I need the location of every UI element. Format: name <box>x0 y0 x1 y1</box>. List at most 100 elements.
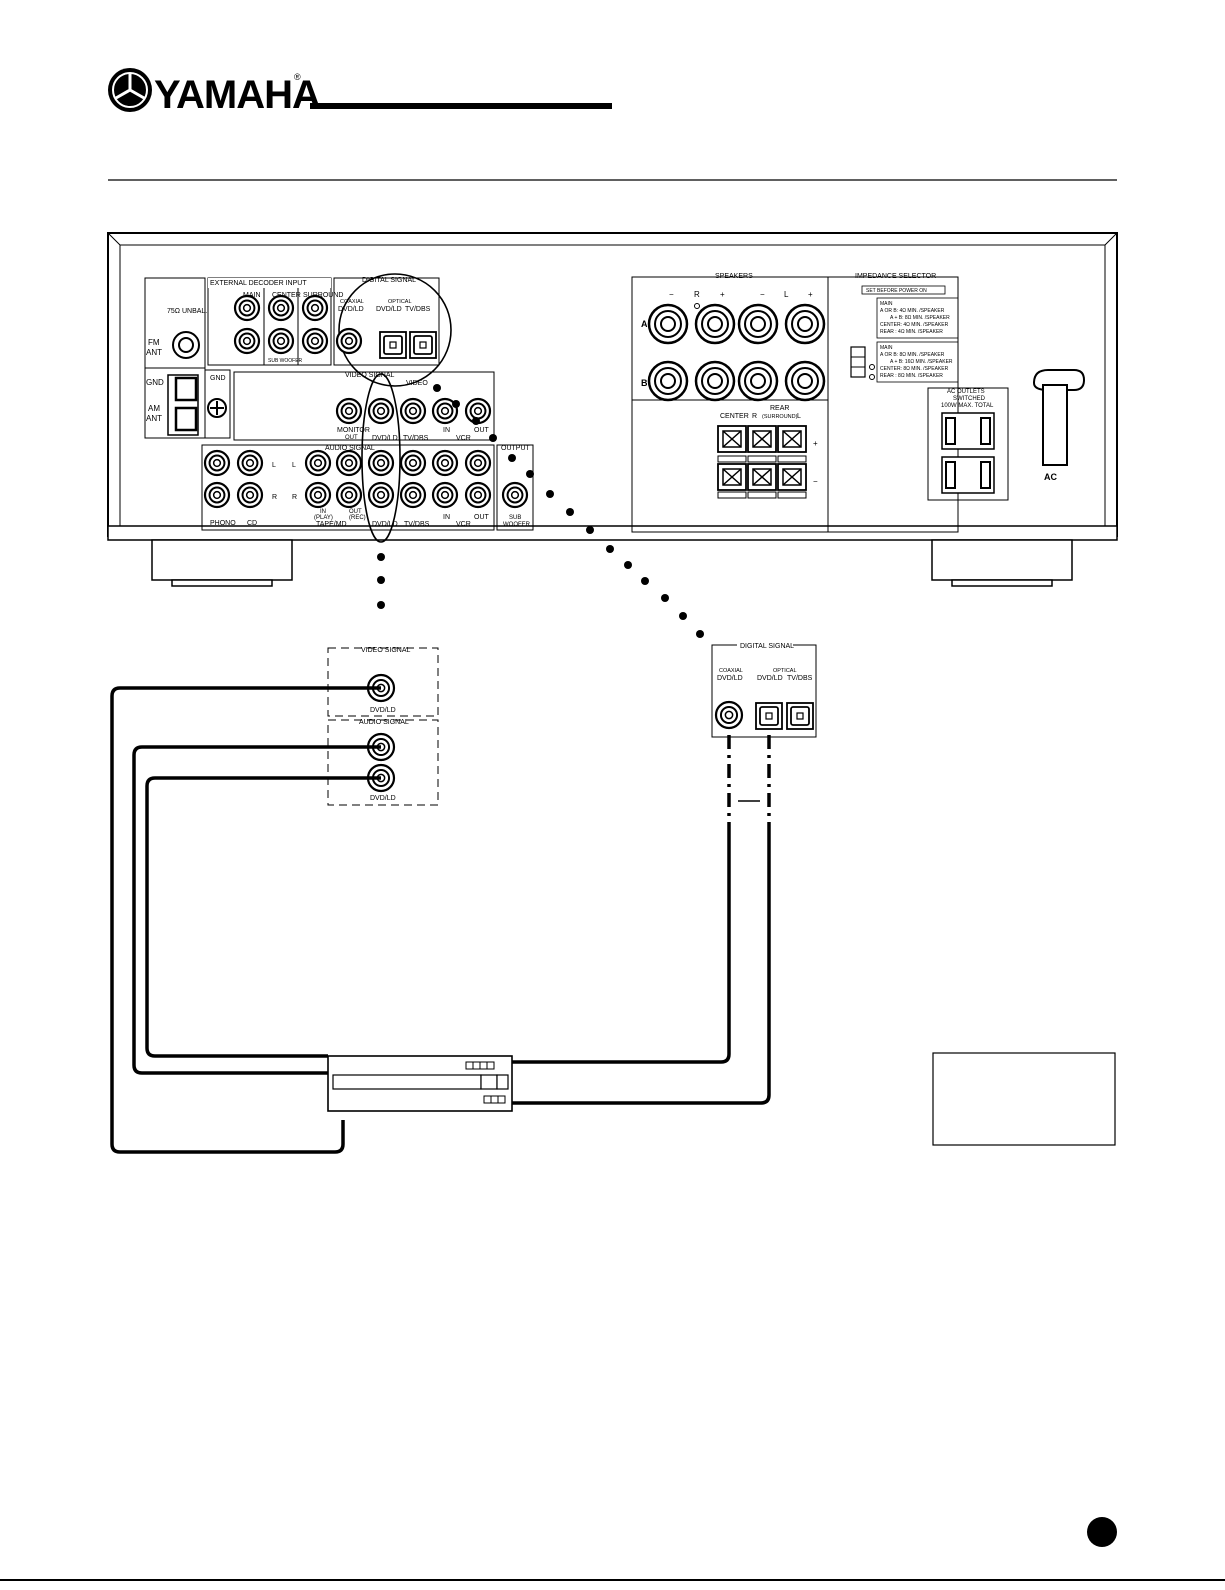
speaker-b-post-1[interactable] <box>694 360 736 402</box>
rear-center-label: CENTER <box>720 413 749 420</box>
tape-md-label: TAPE/MD <box>316 521 347 528</box>
zoom-coaxial-label: COAXIAL <box>719 668 743 674</box>
subwoofer-out-jack[interactable] <box>501 481 529 509</box>
zoom-optical-tv-jack[interactable] <box>786 702 814 730</box>
zoom-video-signal: VIDEO SIGNAL DVD/LD <box>327 647 439 717</box>
gnd-label: GND <box>146 378 164 387</box>
tape-rec-label: (REC) <box>349 515 366 521</box>
main-label: MAIN <box>243 292 261 299</box>
player-buttons-bottom[interactable] <box>483 1095 506 1104</box>
switched-label: SWITCHED <box>953 396 986 402</box>
video-tv-label: TV/DBS <box>403 435 429 442</box>
zoom-dvd-label-1: DVD/LD <box>717 675 743 682</box>
speaker-a-label: A <box>641 319 648 329</box>
disc-tray <box>332 1074 482 1090</box>
audio-jack-l-4[interactable] <box>367 449 395 477</box>
speaker-a-post-2[interactable] <box>737 303 779 345</box>
rear-terminal-plus-0[interactable] <box>717 425 747 453</box>
audio-vcr-in-label: IN <box>443 514 450 521</box>
rear-terminal-minus-1[interactable] <box>747 463 777 491</box>
speaker-a-post-0[interactable] <box>647 303 689 345</box>
video-signal-label: VIDEO SIGNAL <box>345 372 395 379</box>
audio-jack-l-6[interactable] <box>431 449 459 477</box>
speaker-a-post-3[interactable] <box>784 303 826 345</box>
decoder-jack-1[interactable] <box>233 327 261 355</box>
receiver-coaxial-dvd-jack[interactable] <box>335 327 363 355</box>
receiver-optical-dvd-jack[interactable] <box>379 331 407 359</box>
imp1-line-4: REAR : 4Ω MIN. /SPEAKER <box>880 329 943 335</box>
spk-minus-2: − <box>760 290 765 299</box>
leader-dot-4 <box>452 400 460 408</box>
coaxial-label: COAXIAL <box>340 299 364 305</box>
terminal-tab-top-0 <box>717 455 747 463</box>
speaker-a-post-1[interactable] <box>694 303 736 345</box>
audio-jack-l-5[interactable] <box>399 449 427 477</box>
rear-terminal-minus-2[interactable] <box>777 463 807 491</box>
audio-jack-r-4[interactable] <box>367 481 395 509</box>
spk-r-mark: R <box>694 290 700 299</box>
ac-outlets-label: AC OUTLETS <box>947 389 985 395</box>
impedance-selector-switch[interactable] <box>850 346 866 378</box>
rear-terminal-plus-2[interactable] <box>777 425 807 453</box>
terminal-tab-top-2 <box>777 455 807 463</box>
spk-l-mark: L <box>784 290 789 299</box>
speaker-b-post-0[interactable] <box>647 360 689 402</box>
am-antenna-terminal[interactable] <box>174 406 198 432</box>
monitor-label: MONITOR <box>337 427 370 434</box>
leader-dot-6 <box>489 434 497 442</box>
terminal-tab-bot-1 <box>747 491 777 499</box>
audio-jack-r-3[interactable] <box>335 481 363 509</box>
fm-antenna-jack[interactable] <box>172 331 200 359</box>
audio-r-mark: R <box>272 494 277 501</box>
gnd-terminal[interactable] <box>174 376 198 402</box>
audio-jack-l-3[interactable] <box>335 449 363 477</box>
zoom-coaxial-jack[interactable] <box>714 700 744 730</box>
audio-jack-l-7[interactable] <box>464 449 492 477</box>
video-jack-3[interactable] <box>431 397 459 425</box>
zoom-optical-dvd-jack[interactable] <box>755 702 783 730</box>
video-jack-0[interactable] <box>335 397 363 425</box>
speaker-b-post-2[interactable] <box>737 360 779 402</box>
decoder-jack-2[interactable] <box>267 294 295 322</box>
audio-jack-l-2[interactable] <box>304 449 332 477</box>
rear-terminal-minus-0[interactable] <box>717 463 747 491</box>
audio-vcr-out-label: OUT <box>474 514 490 521</box>
note-box <box>932 1052 1116 1146</box>
audio-jack-l-0[interactable] <box>203 449 231 477</box>
video-dvd-label: DVD/LD <box>372 435 398 442</box>
decoder-jack-3[interactable] <box>267 327 295 355</box>
leader-dots <box>377 384 704 638</box>
audio-l-mark-2: L <box>292 462 296 469</box>
optical-tv-label: TV/DBS <box>405 306 431 313</box>
fm-ant-label: FM <box>148 338 160 347</box>
video-jack-2[interactable] <box>399 397 427 425</box>
decoder-jack-5[interactable] <box>301 327 329 355</box>
audio-l-mark: L <box>272 462 276 469</box>
tape-in-label: IN <box>320 509 326 515</box>
audio-jack-r-6[interactable] <box>431 481 459 509</box>
leader-dot-15 <box>661 594 669 602</box>
speaker-b-post-3[interactable] <box>784 360 826 402</box>
decoder-jack-4[interactable] <box>301 294 329 322</box>
audio-jack-r-5[interactable] <box>399 481 427 509</box>
audio-jack-r-2[interactable] <box>304 481 332 509</box>
audio-jack-r-1[interactable] <box>236 481 264 509</box>
leader-dot-2 <box>377 601 385 609</box>
center-label: CENTER <box>272 292 301 299</box>
audio-jack-r-7[interactable] <box>464 481 492 509</box>
audio-tv-label: TV/DBS <box>404 521 430 528</box>
terminal-tab-bot-0 <box>717 491 747 499</box>
phono-label: PHONO <box>210 520 236 527</box>
audio-jack-r-0[interactable] <box>203 481 231 509</box>
rear-plus: + <box>813 439 818 448</box>
leader-dot-12 <box>606 545 614 553</box>
audio-jack-l-1[interactable] <box>236 449 264 477</box>
receiver-optical-tv-jack[interactable] <box>409 331 437 359</box>
rear-surround-label: (SURROUND) <box>762 414 798 420</box>
leader-dot-3 <box>433 384 441 392</box>
ac-label: AC <box>1044 472 1057 482</box>
decoder-jack-0[interactable] <box>233 294 261 322</box>
ac-power-cord: AC <box>1032 369 1086 482</box>
rear-terminal-plus-1[interactable] <box>747 425 777 453</box>
video-jack-1[interactable] <box>367 397 395 425</box>
